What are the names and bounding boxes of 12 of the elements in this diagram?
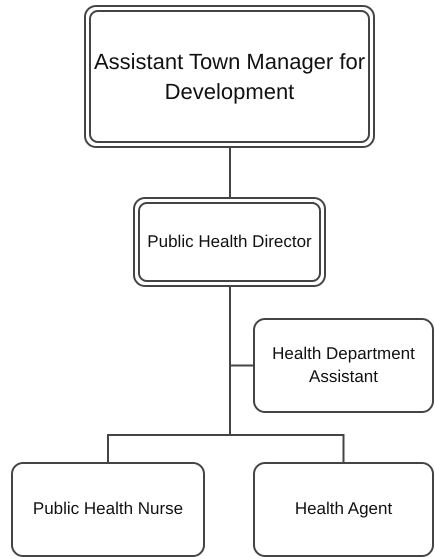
position-title: Assistant Town Manager for Development: [92, 48, 366, 106]
connector-line: [229, 148, 231, 197]
position-title: Public Health Nurse: [32, 498, 184, 520]
org-box: [11, 462, 205, 557]
org-box: [253, 462, 434, 557]
connector-line: [229, 287, 344, 462]
position-title: Health Agent: [294, 498, 394, 520]
position-title: Health Department Assistant: [271, 342, 416, 388]
position-title: Public Health Director: [146, 230, 313, 253]
org-box: [84, 5, 375, 148]
org-box: [133, 197, 326, 287]
org-box: [253, 318, 434, 413]
